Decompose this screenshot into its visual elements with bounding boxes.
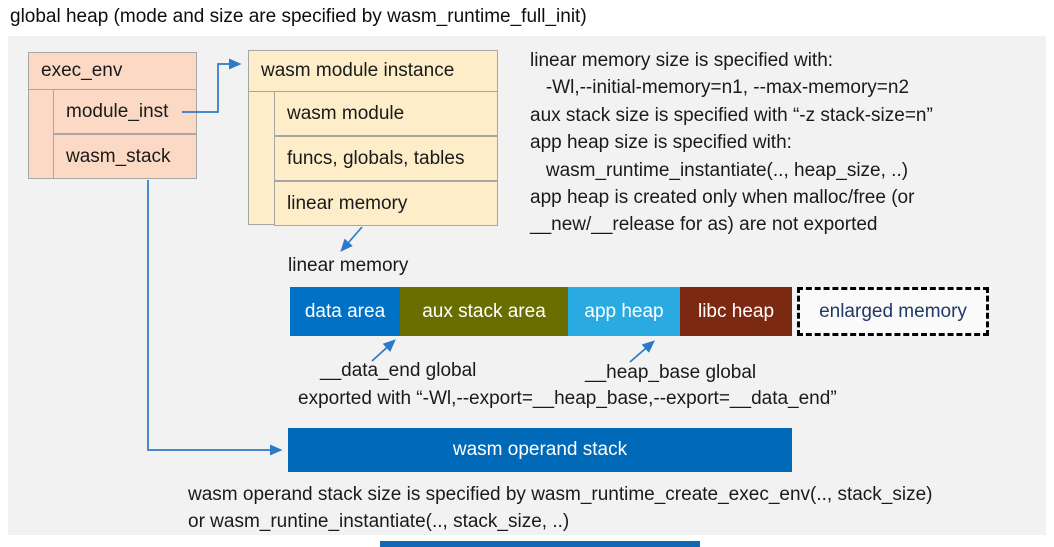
exec-env-row-wasm-stack: wasm_stack <box>53 134 197 179</box>
segment-enlarged-memory: enlarged memory <box>797 287 989 336</box>
segment-aux-stack-area: aux stack area <box>400 287 568 336</box>
bottom-blue-strip <box>380 541 700 547</box>
notes-operand-stack-size: wasm operand stack size is specified by … <box>188 484 933 532</box>
segment-app-heap: app heap <box>568 287 680 336</box>
linear-memory-bar: data area aux stack area app heap libc h… <box>290 287 989 336</box>
page-title: global heap (mode and size are specified… <box>10 6 587 27</box>
row-wasm-module: wasm module <box>274 91 498 136</box>
notes-memory-sizes: linear memory size is specified with: -W… <box>530 50 933 236</box>
exported-with-label: exported with “-Wl,--export=__heap_base,… <box>298 388 837 409</box>
wasm-module-instance-box: wasm module instance wasm module funcs, … <box>248 50 498 226</box>
wasm-module-instance-header: wasm module instance <box>249 51 497 92</box>
linear-memory-label: linear memory <box>288 255 409 276</box>
segment-data-area: data area <box>290 287 400 336</box>
exec-env-header: exec_env <box>29 53 196 90</box>
segment-libc-heap: libc heap <box>680 287 792 336</box>
exec-env-row-module-inst: module_inst <box>53 89 197 134</box>
exec-env-box: exec_env module_inst wasm_stack <box>28 52 197 179</box>
row-funcs-globals-tables: funcs, globals, tables <box>274 136 498 181</box>
heap-base-global-label: __heap_base global <box>585 362 757 383</box>
row-linear-memory: linear memory <box>274 181 498 226</box>
wasm-operand-stack-bar: wasm operand stack <box>288 428 792 472</box>
data-end-global-label: __data_end global <box>320 360 477 381</box>
